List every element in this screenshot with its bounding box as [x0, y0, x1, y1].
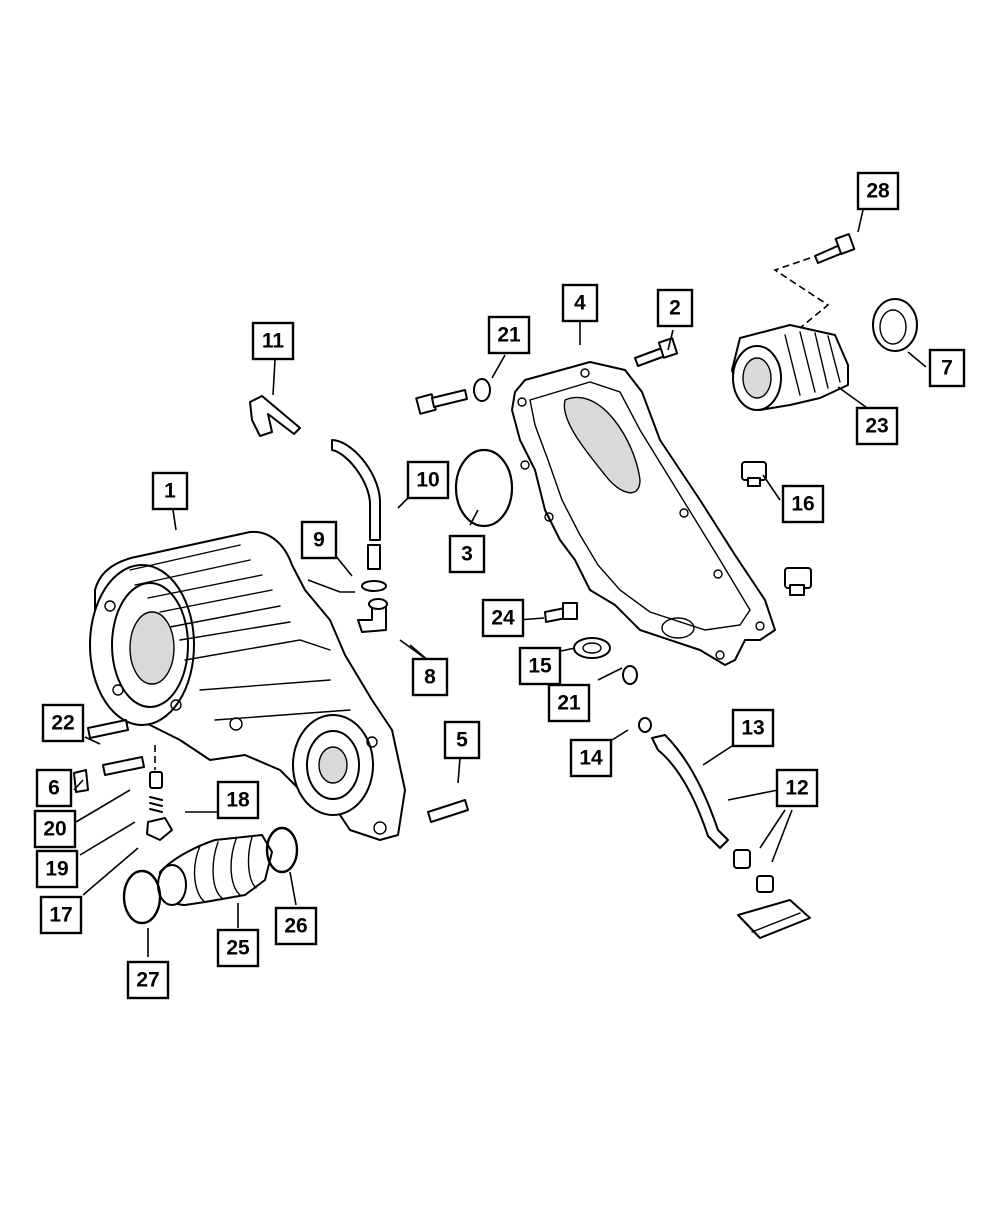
callout-26: 26	[274, 906, 318, 946]
svg-text:16: 16	[791, 493, 814, 516]
callout-28: 28	[856, 171, 900, 211]
svg-text:28: 28	[866, 180, 890, 203]
rear-seal	[872, 298, 918, 352]
svg-text:25: 25	[226, 937, 250, 960]
callout-17: 17	[39, 895, 83, 935]
vent-hose	[331, 439, 381, 541]
elbow-fitting	[357, 598, 388, 633]
vent-tube	[361, 544, 387, 592]
svg-text:3: 3	[461, 543, 473, 566]
svg-text:13: 13	[741, 717, 764, 740]
callout-6: 6	[35, 768, 73, 808]
callout-12: 12	[775, 768, 819, 808]
stud-5	[427, 799, 469, 823]
callout-21-upper: 21	[487, 315, 531, 355]
front-case-housing	[89, 530, 406, 841]
svg-text:1: 1	[164, 480, 176, 503]
callout-13: 13	[731, 708, 775, 748]
bolt-2	[634, 337, 679, 367]
svg-text:27: 27	[136, 969, 159, 992]
callout-16: 16	[781, 484, 825, 524]
svg-text:11: 11	[262, 330, 285, 353]
bolt-24	[544, 602, 578, 623]
svg-text:15: 15	[528, 655, 552, 678]
callout-3: 3	[448, 534, 486, 574]
callout-23: 23	[855, 406, 899, 446]
callout-11: 11	[251, 321, 295, 361]
svg-text:22: 22	[51, 712, 74, 735]
callout-14: 14	[569, 738, 613, 778]
bolt-28	[814, 233, 856, 264]
svg-text:7: 7	[941, 357, 953, 380]
rear-extension-housing	[731, 324, 849, 411]
svg-text:2: 2	[669, 297, 681, 320]
svg-text:8: 8	[424, 666, 436, 689]
callout-7: 7	[928, 348, 966, 388]
svg-text:17: 17	[49, 904, 72, 927]
plug-16	[741, 461, 767, 487]
callout-25: 25	[216, 928, 260, 968]
o-ring	[454, 448, 514, 528]
o-ring-14	[638, 717, 652, 733]
svg-text:26: 26	[284, 915, 307, 938]
svg-text:21: 21	[497, 324, 521, 347]
callout-9: 9	[300, 520, 338, 560]
callout-4: 4	[561, 283, 599, 323]
drain-plug	[784, 567, 812, 596]
callout-1: 1	[151, 471, 189, 511]
sensor-bracket	[249, 395, 301, 437]
callout-22: 22	[41, 703, 85, 743]
callout-5: 5	[443, 720, 481, 760]
callout-19: 19	[35, 849, 79, 889]
svg-text:4: 4	[574, 292, 586, 315]
svg-text:6: 6	[48, 777, 60, 800]
detent-assembly	[146, 745, 173, 841]
svg-text:5: 5	[456, 729, 468, 752]
svg-text:24: 24	[491, 607, 515, 630]
callout-18: 18	[216, 780, 260, 820]
seal-15	[573, 637, 611, 659]
clamp-26	[265, 826, 299, 874]
svg-text:12: 12	[785, 777, 808, 800]
rear-case-half	[511, 361, 776, 666]
svg-text:9: 9	[313, 529, 325, 552]
pickup-screen	[733, 849, 811, 939]
svg-text:14: 14	[579, 747, 603, 770]
callout-2: 2	[656, 288, 694, 328]
callout-21-lower: 21	[547, 683, 591, 723]
callout-10: 10	[406, 460, 450, 500]
stud-22-upper	[87, 719, 129, 739]
callout-24: 24	[481, 598, 525, 638]
svg-text:10: 10	[416, 469, 439, 492]
washer-lower	[622, 665, 638, 685]
svg-text:19: 19	[45, 858, 68, 881]
svg-text:20: 20	[43, 818, 66, 841]
svg-text:18: 18	[226, 789, 250, 812]
svg-text:23: 23	[865, 415, 888, 438]
callout-8: 8	[411, 657, 449, 697]
bolt-with-washer-upper	[415, 378, 491, 415]
leader-lines	[73, 209, 927, 957]
pump-tube	[651, 734, 729, 849]
clamp-27	[122, 869, 162, 925]
boot	[157, 834, 273, 906]
callout-15: 15	[518, 646, 562, 686]
callout-27: 27	[126, 960, 170, 1000]
callout-20: 20	[33, 809, 77, 849]
stud-22-lower	[102, 756, 145, 776]
svg-text:21: 21	[557, 692, 581, 715]
